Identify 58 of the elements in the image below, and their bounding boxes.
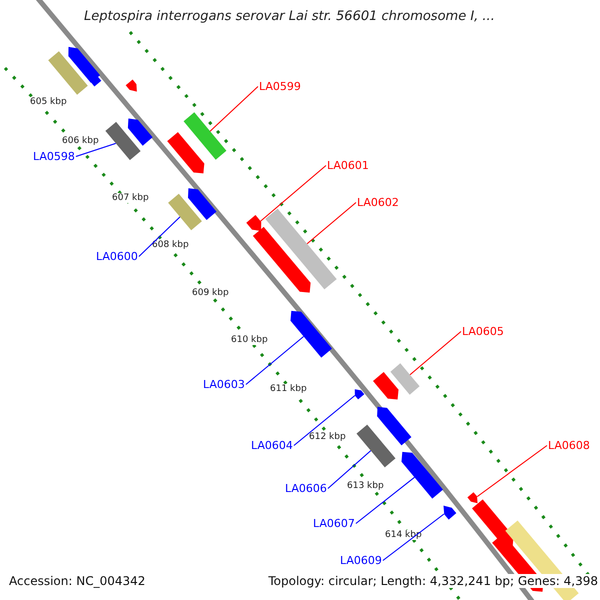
gene-bar	[168, 194, 202, 230]
gene-label: LA0602	[357, 196, 399, 209]
tick-label: 612 kbp	[309, 432, 346, 442]
gene-bar	[167, 132, 204, 174]
gene-label: LA0603	[203, 378, 245, 391]
leader-line	[260, 165, 326, 222]
leader-line	[210, 86, 258, 132]
leader-line	[138, 216, 180, 257]
tick-label: 605 kbp	[30, 97, 67, 107]
gene-bar	[90, 74, 102, 86]
map-title: Leptospira interrogans serovar Lai str. 56601 chromosome I, ...	[84, 9, 495, 24]
gene-bar	[290, 310, 332, 358]
gene-bar	[444, 506, 456, 520]
gene-bar	[356, 424, 396, 468]
gene-bar	[402, 452, 443, 499]
gene-label: LA0605	[462, 325, 504, 338]
leader-line	[293, 395, 356, 446]
leader-line	[327, 450, 372, 489]
topology-text: Topology: circular; Length: 4,332,241 bp; Genes: 4,398	[268, 574, 598, 588]
tick-label: 607 kbp	[112, 193, 149, 203]
gene-label: LA0607	[313, 517, 355, 530]
leader-line	[476, 445, 548, 498]
gene-label: LA0599	[259, 80, 301, 93]
gene-bar	[68, 46, 100, 83]
gene-bar	[48, 51, 88, 95]
leader-line	[382, 514, 444, 561]
gene-bar	[252, 226, 311, 293]
tick-label: 611 kbp	[270, 384, 307, 394]
leader-line	[306, 202, 356, 244]
leader-line	[75, 142, 116, 157]
gene-bar	[467, 492, 478, 504]
gene-bar	[105, 122, 141, 160]
leader-line	[410, 331, 462, 376]
leader-line	[245, 336, 304, 385]
gene-bar	[184, 112, 226, 160]
gene-label: LA0606	[285, 482, 327, 495]
gene-label: LA0609	[340, 554, 382, 567]
gene-bar	[265, 208, 337, 290]
gene-bar	[377, 406, 412, 446]
tick-label: 610 kbp	[231, 335, 268, 345]
gene-label: LA0600	[96, 250, 138, 263]
tick-label: 609 kbp	[192, 288, 229, 298]
gene-bar	[188, 188, 216, 220]
gene-bar	[354, 389, 364, 400]
gene-bar	[128, 118, 153, 146]
gene-label: LA0601	[327, 159, 369, 172]
tick-label: 613 kbp	[347, 481, 384, 491]
tick-label: 608 kbp	[152, 240, 189, 250]
gene-bar	[373, 372, 398, 400]
gene-label: LA0604	[251, 439, 293, 452]
gene-bar	[246, 215, 262, 232]
tick-label: 606 kbp	[62, 136, 99, 146]
gene-label: LA0598	[33, 150, 75, 163]
accession-text: Accession: NC_004342	[9, 574, 146, 588]
leader-line	[355, 476, 415, 524]
gene-bar	[390, 363, 420, 395]
gene-bar	[126, 80, 137, 92]
gene-label: LA0608	[548, 439, 590, 452]
